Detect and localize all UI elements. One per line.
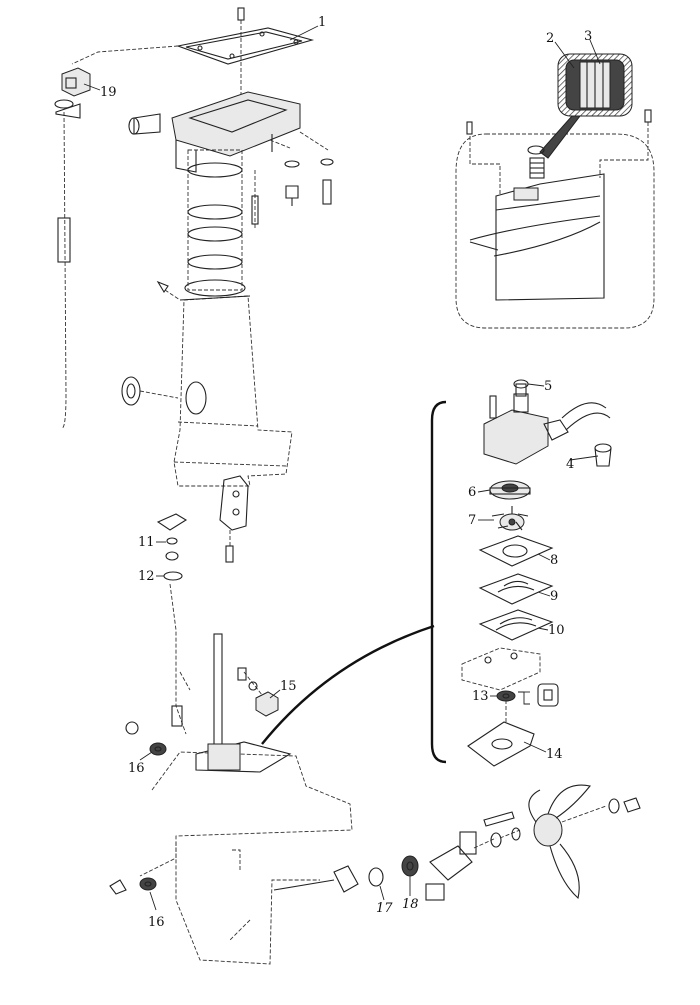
- shift-rod: [54, 99, 81, 429]
- impeller-housing-ring: [489, 480, 531, 500]
- lower-bracket: [219, 475, 249, 563]
- small-screw: [156, 280, 181, 301]
- drive-shaft-housing-assembly: [71, 7, 334, 563]
- magnified-bushing: [539, 53, 633, 159]
- bushing-spring: [527, 145, 545, 179]
- callout-leaders: [83, 25, 601, 911]
- pump-housing: [483, 379, 611, 465]
- callout-labels: 1 2 3 4 5 6 7 8 9 10 11 12 13 14 15 16 1…: [100, 15, 592, 930]
- water-pump-exploded: [430, 379, 612, 767]
- callout-3: 3: [584, 29, 592, 44]
- side-grommet: [121, 376, 179, 406]
- water-tube-fitting: [594, 443, 612, 467]
- callout-17: 17: [376, 901, 393, 916]
- callout-4: 4: [566, 457, 574, 472]
- propeller: [528, 784, 641, 900]
- pump-lower-gasket: [478, 609, 554, 641]
- propeller-shaft-stack: [273, 811, 521, 901]
- drive-shaft-tube: [184, 149, 246, 297]
- detail-inset: [455, 53, 655, 329]
- part-11: [156, 513, 188, 561]
- callout-16b: 16: [148, 915, 165, 930]
- pump-plate: [478, 573, 554, 605]
- callout-15: 15: [280, 679, 297, 694]
- callout-14: 14: [546, 747, 563, 762]
- callout-1: 1: [318, 15, 326, 30]
- gearcase-assembly: [109, 513, 641, 965]
- callout-19: 19: [100, 85, 117, 100]
- callout-8: 8: [550, 553, 558, 568]
- pump-location-leader: [261, 624, 435, 745]
- callout-6: 6: [468, 485, 476, 500]
- callout-12: 12: [138, 569, 155, 584]
- callout-2: 2: [546, 31, 554, 46]
- callout-7: 7: [468, 513, 476, 528]
- upper-mount-plate: [128, 91, 301, 173]
- part-16-upper: [125, 721, 167, 756]
- part-16-lower: [109, 877, 157, 895]
- callout-11: 11: [138, 535, 155, 550]
- pump-gasket: [478, 535, 554, 567]
- callout-13: 13: [472, 689, 489, 704]
- callout-18: 18: [402, 897, 419, 912]
- part-15-cube: [255, 691, 279, 717]
- callout-9: 9: [550, 589, 558, 604]
- callout-5: 5: [544, 379, 552, 394]
- part-19-block: [61, 67, 91, 97]
- pump-cover: [467, 721, 535, 767]
- shaft-housing: [173, 295, 293, 487]
- impeller: [491, 506, 529, 531]
- mount-bolts: [251, 131, 334, 230]
- pump-base: [461, 647, 541, 691]
- top-gasket: [175, 7, 315, 100]
- callout-10: 10: [548, 623, 565, 638]
- o-ring-12: [163, 571, 183, 581]
- callout-16a: 16: [128, 761, 145, 776]
